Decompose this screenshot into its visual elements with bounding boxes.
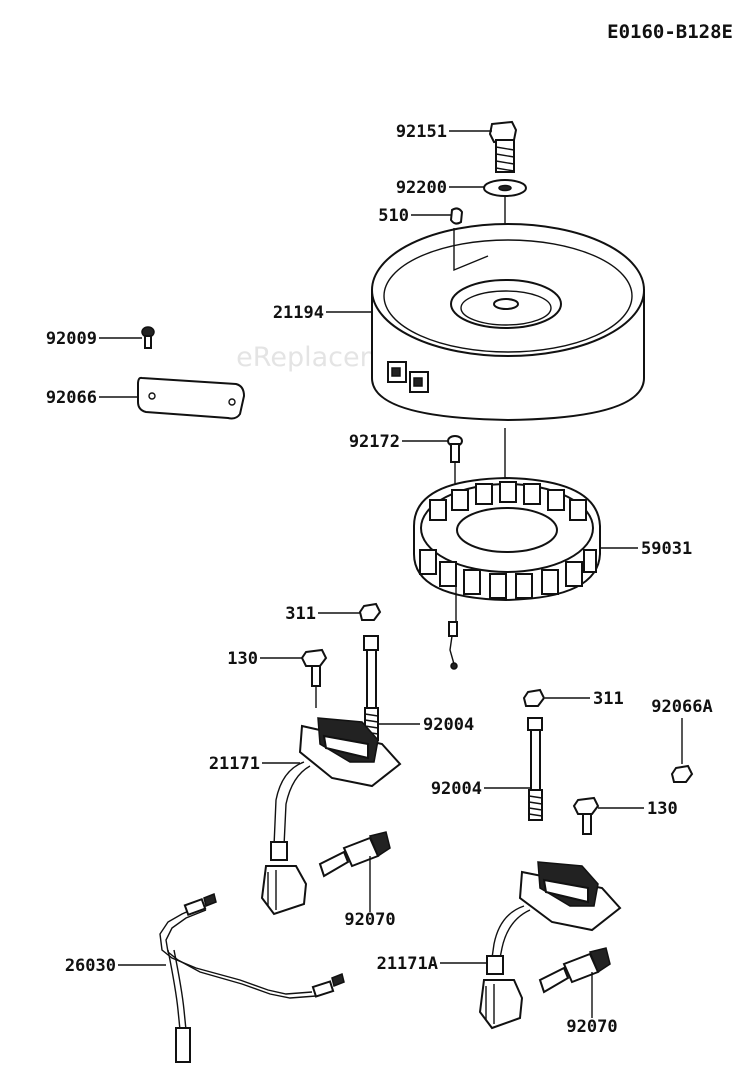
stud-92004-right[interactable] bbox=[527, 717, 543, 821]
spark-plug-92070-right[interactable] bbox=[538, 947, 611, 1018]
label-510: 510 bbox=[378, 206, 409, 226]
label-92151: 92151 bbox=[396, 122, 447, 142]
wire-harness-26030[interactable] bbox=[159, 892, 345, 1063]
label-311-left: 311 bbox=[285, 604, 316, 624]
ignition-coil-21171A[interactable] bbox=[478, 861, 622, 1030]
bolt-130-right[interactable] bbox=[572, 796, 600, 835]
flywheel-21194[interactable] bbox=[371, 223, 645, 422]
nut-311-right[interactable] bbox=[522, 688, 546, 707]
label-92004-left: 92004 bbox=[423, 715, 474, 735]
label-21171A: 21171A bbox=[377, 954, 438, 974]
washer-92200[interactable] bbox=[483, 179, 527, 197]
label-92004-right: 92004 bbox=[431, 779, 482, 799]
label-92066: 92066 bbox=[46, 388, 97, 408]
bolt-92151[interactable] bbox=[488, 120, 518, 173]
spark-plug-92070-left[interactable] bbox=[318, 831, 391, 912]
label-311-right: 311 bbox=[593, 689, 624, 709]
label-130-left: 130 bbox=[227, 649, 258, 669]
screw-92009[interactable] bbox=[141, 326, 155, 349]
label-92009: 92009 bbox=[46, 329, 97, 349]
diagram-code: E0160-B128E bbox=[607, 21, 733, 43]
label-92066A: 92066A bbox=[651, 697, 712, 717]
label-130-right: 130 bbox=[647, 799, 678, 819]
label-26030: 26030 bbox=[65, 956, 116, 976]
ignition-coil-21171[interactable] bbox=[260, 717, 402, 916]
label-21171: 21171 bbox=[209, 754, 260, 774]
label-21194: 21194 bbox=[273, 303, 324, 323]
label-92172: 92172 bbox=[349, 432, 400, 452]
leader-lines bbox=[99, 130, 683, 966]
nut-311-left[interactable] bbox=[358, 602, 382, 621]
plate-92066[interactable] bbox=[137, 376, 246, 420]
stator-59031[interactable] bbox=[413, 476, 601, 670]
label-92070-right: 92070 bbox=[566, 1017, 617, 1037]
nut-92066A[interactable] bbox=[670, 764, 694, 783]
label-59031: 59031 bbox=[641, 539, 692, 559]
label-92200: 92200 bbox=[396, 178, 447, 198]
key-510[interactable] bbox=[449, 207, 464, 225]
stud-92004-left[interactable] bbox=[363, 635, 379, 741]
bolt-130-left[interactable] bbox=[300, 648, 328, 708]
label-92070-left: 92070 bbox=[344, 910, 395, 930]
